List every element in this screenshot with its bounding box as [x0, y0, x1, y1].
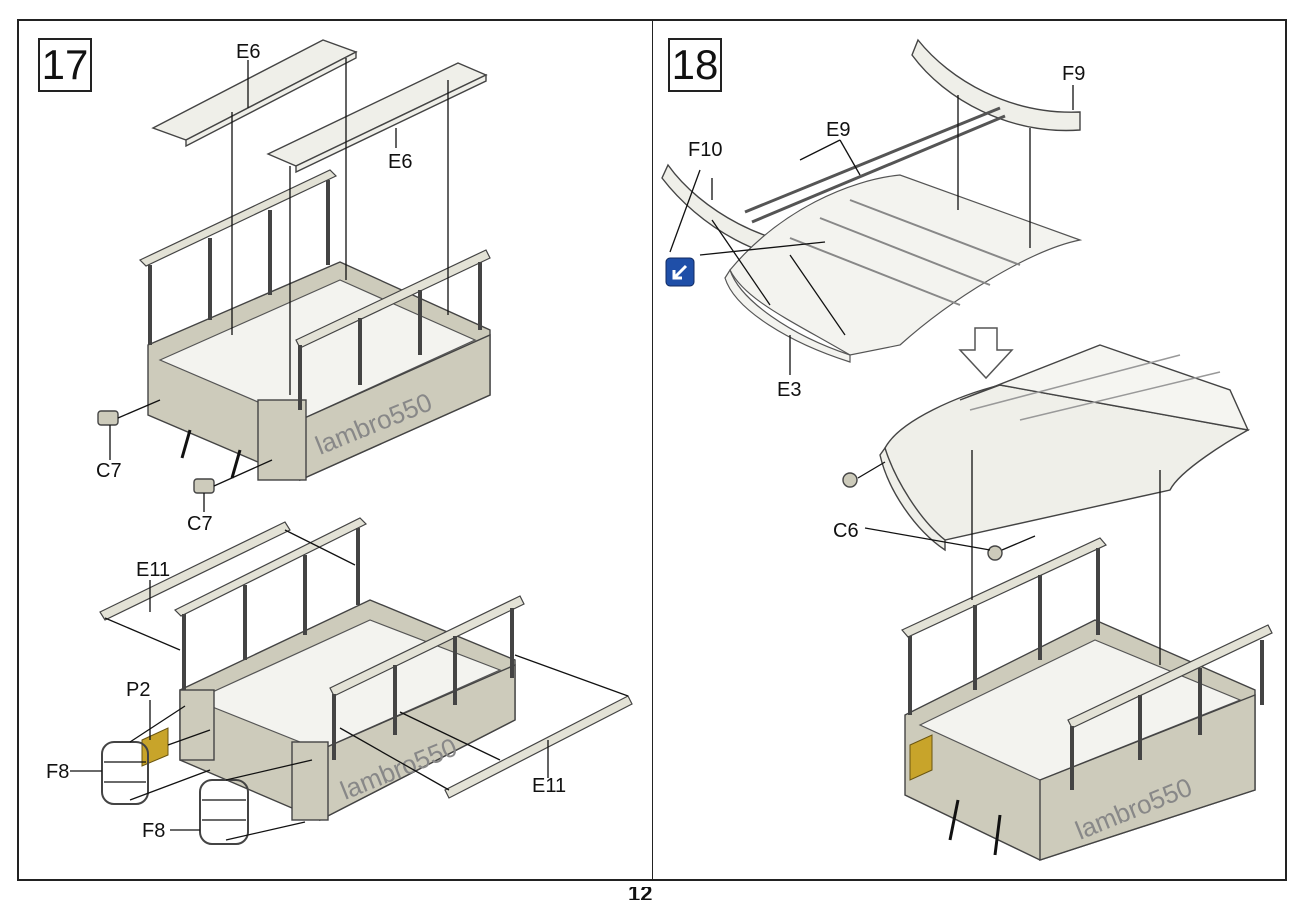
label-e6-right: E6: [388, 151, 413, 173]
assembly-icon: [665, 257, 695, 287]
label-e3: E3: [777, 379, 802, 401]
label-f8-left: F8: [46, 761, 70, 783]
label-e11-left: E11: [136, 559, 171, 581]
label-f9: F9: [1062, 63, 1086, 85]
step-18-number: 18: [668, 38, 722, 92]
cargo-bed-top: lambro550: [138, 169, 491, 482]
cargo-bed-final: lambro550: [901, 537, 1273, 861]
cargo-bed-bottom: lambro550: [173, 517, 525, 822]
step-17-bottom-lines: [70, 529, 629, 841]
label-f10: F10: [688, 139, 723, 161]
label-c7-left: C7: [96, 460, 122, 482]
f9-bow: [911, 38, 1081, 132]
label-f8-bottom: F8: [142, 820, 166, 842]
label-c7-bottom: C7: [187, 513, 213, 535]
assembled-roof: [879, 344, 1251, 552]
f8-ladders: [101, 741, 249, 845]
label-e9: E9: [826, 119, 851, 141]
label-c6: C6: [833, 520, 859, 542]
page-number: 12: [628, 887, 653, 900]
step-18-bottom-lines: [857, 450, 1161, 665]
label-e6-top: E6: [236, 41, 261, 63]
label-e11-right: E11: [532, 775, 567, 797]
c7-lights: [97, 410, 215, 494]
label-p2: P2: [126, 679, 151, 701]
e11-rails: [99, 521, 633, 799]
e3-roof-frame: [724, 174, 1083, 363]
step-17-top-lines: [109, 58, 449, 512]
step-17-number: 17: [38, 38, 92, 92]
c6-caps: [842, 472, 1003, 561]
e6-boards: [151, 39, 488, 174]
step-18-top-lines: [669, 85, 1074, 375]
hollow-down-arrow-icon: [958, 327, 1014, 380]
